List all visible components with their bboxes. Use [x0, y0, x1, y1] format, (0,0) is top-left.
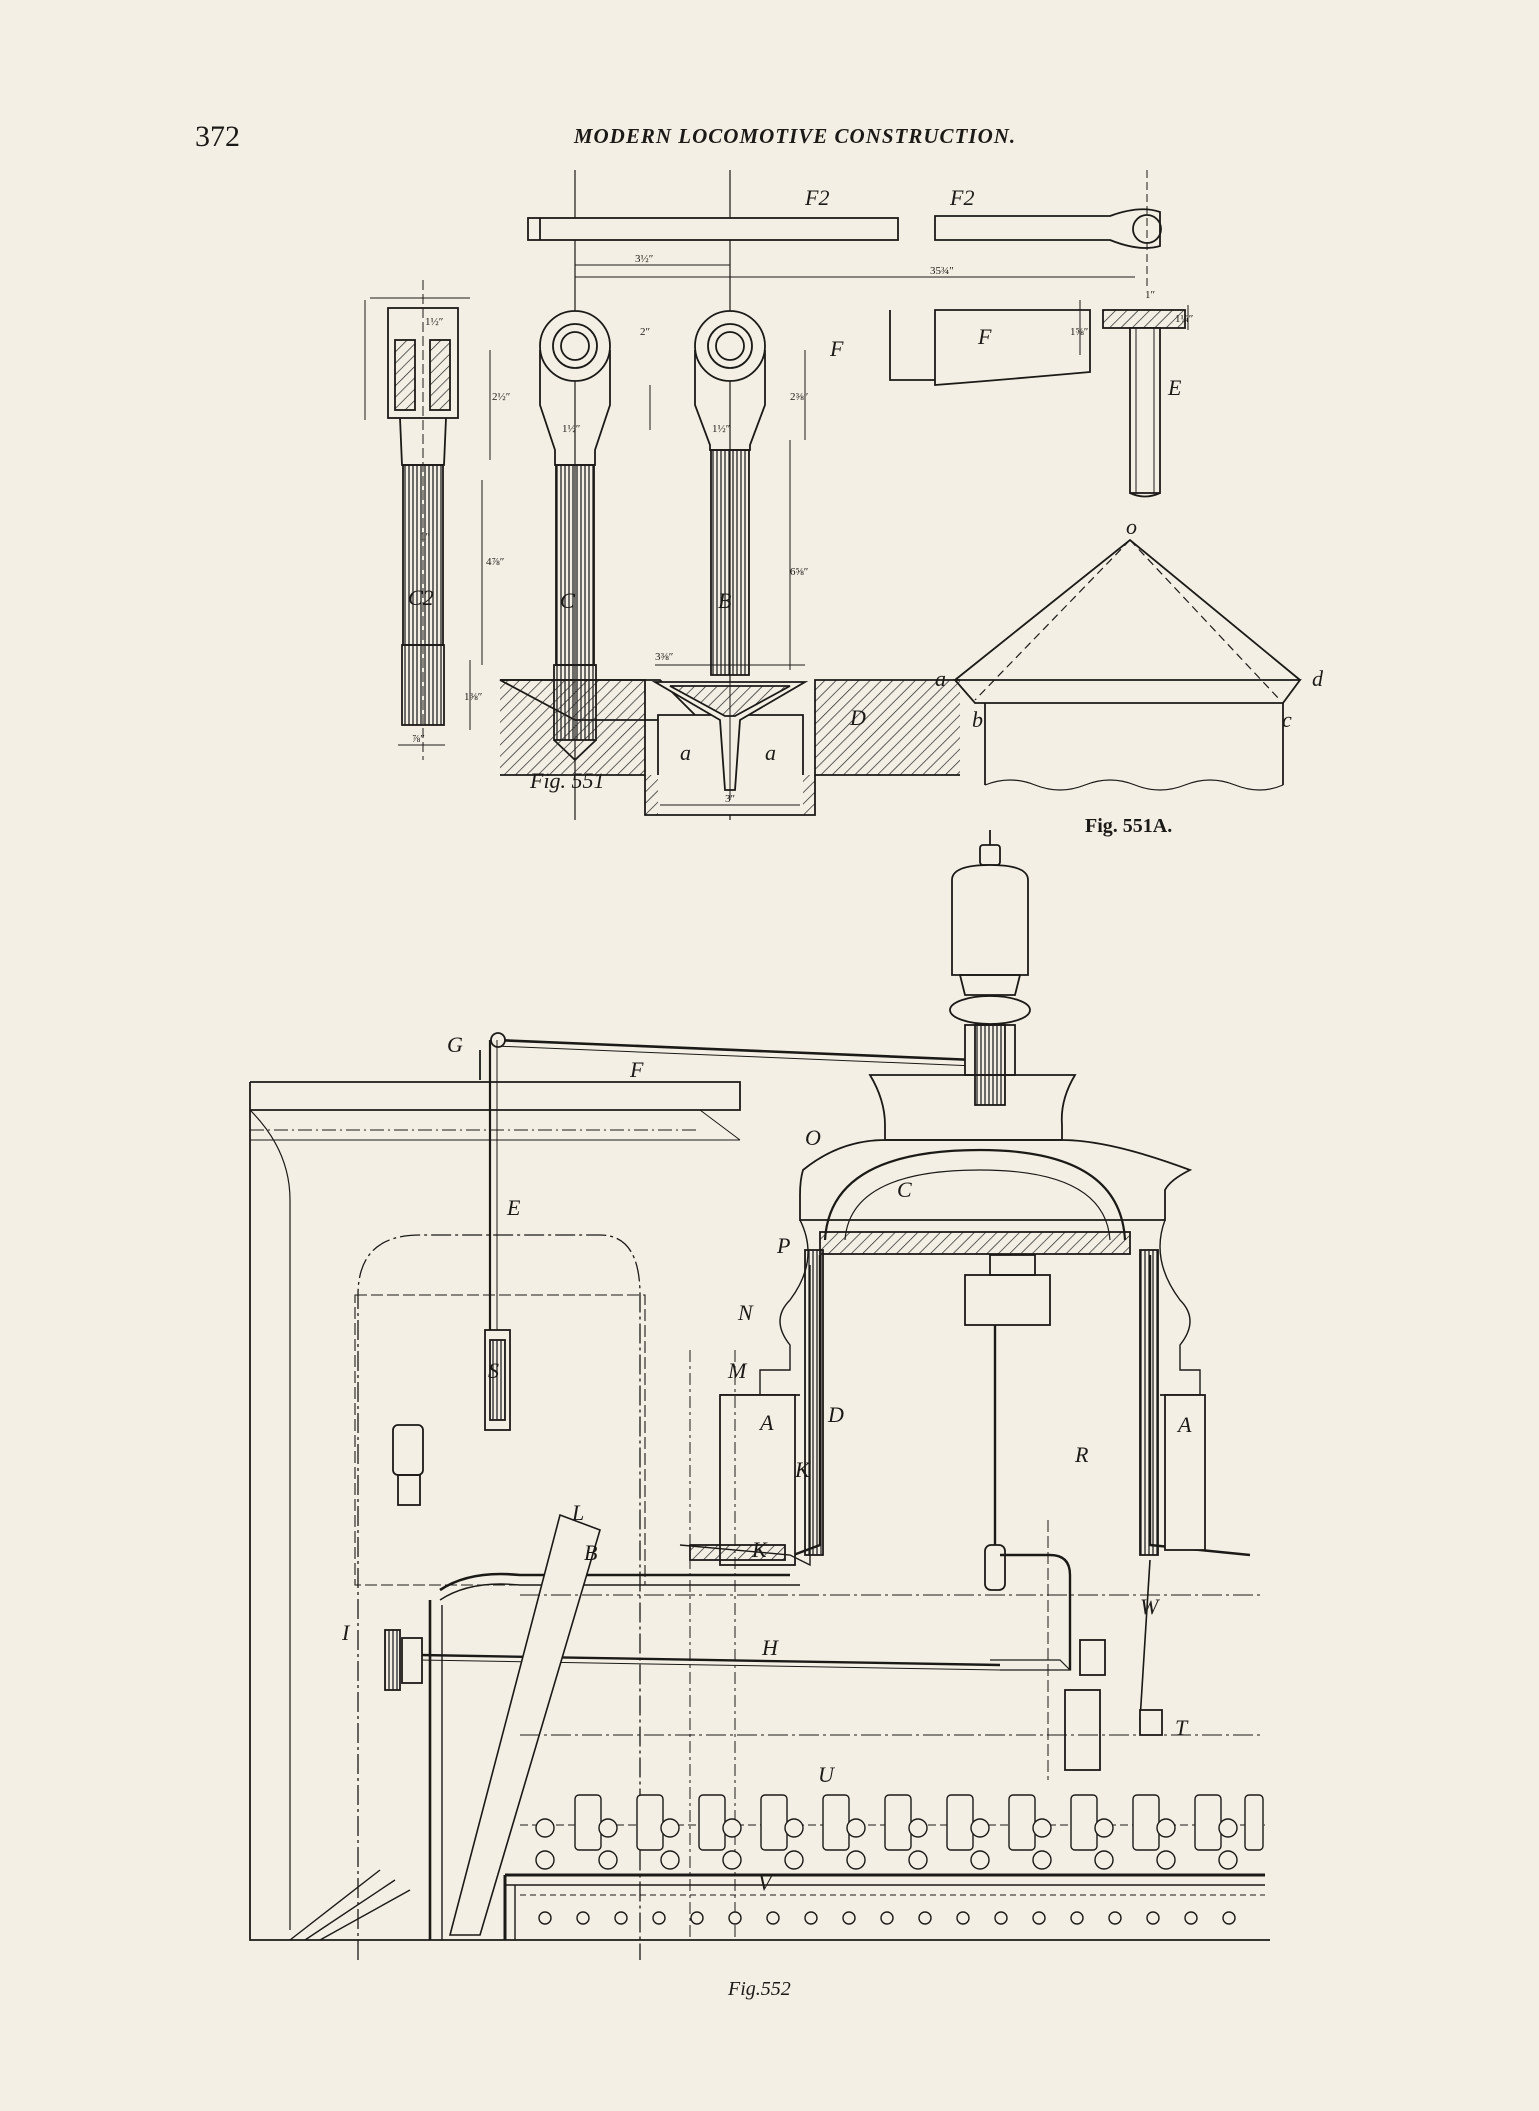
fig551a-label-a: a — [935, 666, 946, 691]
dim-3: 2″ — [640, 326, 650, 338]
dim-10: 6⅝″ — [790, 566, 808, 578]
fig552-label-M: M — [727, 1358, 748, 1383]
fig-552-drawing — [249, 830, 1270, 1960]
fig551a-label-b: b — [972, 707, 983, 732]
fig551a-label-d: d — [1312, 666, 1324, 691]
fig552-label-I: I — [341, 1620, 351, 1645]
fig552-label-B: B — [584, 1540, 597, 1565]
fig551-label-F: F — [977, 324, 992, 349]
dim-14: ⅞″ — [412, 733, 425, 745]
dim-6: 1½″ — [712, 423, 730, 435]
dim-5: 1½″ — [562, 423, 580, 435]
fig552-label-G: G — [447, 1032, 463, 1057]
dim-16: 1⅝″ — [1070, 326, 1088, 338]
fig552-label-P: P — [776, 1233, 790, 1258]
fig552-label-H: H — [761, 1635, 779, 1660]
fig551-label-F2-right: F2 — [949, 185, 974, 210]
fig552-label-A-left: A — [758, 1410, 774, 1435]
dim-8: 2⅜″ — [790, 391, 808, 403]
fig552-label-R: R — [1074, 1442, 1089, 1467]
dim-9: 4⅞″ — [486, 556, 504, 568]
page-header: 372 MODERN LOCOMOTIVE CONSTRUCTION. — [0, 120, 1539, 160]
fig551-label-C: C — [560, 588, 575, 613]
dim-7: 1½″ — [425, 316, 443, 328]
fig-552-staybolts — [535, 1794, 1264, 1925]
fig551-label-E: E — [1167, 375, 1182, 400]
fig552-label-V: V — [758, 1870, 774, 1895]
fig552-caption: Fig.552 — [727, 1978, 791, 2000]
fig552-label-D: D — [827, 1402, 844, 1427]
fig552-label-A-right: A — [1176, 1412, 1192, 1437]
fig552-label-N: N — [737, 1300, 754, 1325]
fig552-label-K-upper: K — [794, 1457, 811, 1482]
page-number: 372 — [195, 120, 240, 153]
fig552-label-S: S — [488, 1358, 499, 1383]
fig552-label-F: F — [629, 1057, 644, 1082]
fig551-label-a-left: a — [680, 740, 691, 765]
dim-15: 1″ — [420, 531, 430, 543]
fig551-label-D: D — [849, 705, 866, 730]
dim-13: 3″ — [725, 793, 735, 805]
fig552-label-O: O — [805, 1125, 821, 1150]
fig552-label-E: E — [506, 1195, 521, 1220]
fig-551-drawing — [364, 170, 1189, 820]
dim-2: 35¾″ — [930, 265, 954, 277]
fig552-label-K-lower: K — [751, 1537, 768, 1562]
fig551-label-F-dim: F — [829, 336, 844, 361]
fig551-caption: Fig. 551 — [529, 768, 605, 793]
dim-18: 1″ — [1145, 289, 1155, 301]
fig551-label-C2: C2 — [408, 585, 434, 610]
fig551-label-F2-left: F2 — [804, 185, 829, 210]
fig552-label-W: W — [1140, 1594, 1160, 1619]
fig552-label-C: C — [897, 1177, 912, 1202]
fig552-label-U: U — [818, 1762, 836, 1787]
fig551-label-a-right: a — [765, 740, 776, 765]
running-title: MODERN LOCOMOTIVE CONSTRUCTION. — [573, 124, 1017, 148]
fig551a-label-o: o — [1126, 514, 1137, 539]
dim-12: 3⅜″ — [655, 651, 673, 663]
dim-11: 1⅜″ — [464, 691, 482, 703]
dim-17: 1¼″ — [1175, 313, 1193, 325]
fig551a-caption: Fig. 551A. — [1085, 815, 1172, 837]
dim-1: 3½″ — [635, 253, 653, 265]
fig552-label-L: L — [571, 1500, 584, 1525]
fig551-label-B: B — [718, 588, 731, 613]
fig552-label-T: T — [1175, 1715, 1189, 1740]
fig551a-label-c: c — [1282, 707, 1292, 732]
fig-551a-drawing — [953, 538, 1302, 791]
dim-4: 2½″ — [492, 391, 510, 403]
